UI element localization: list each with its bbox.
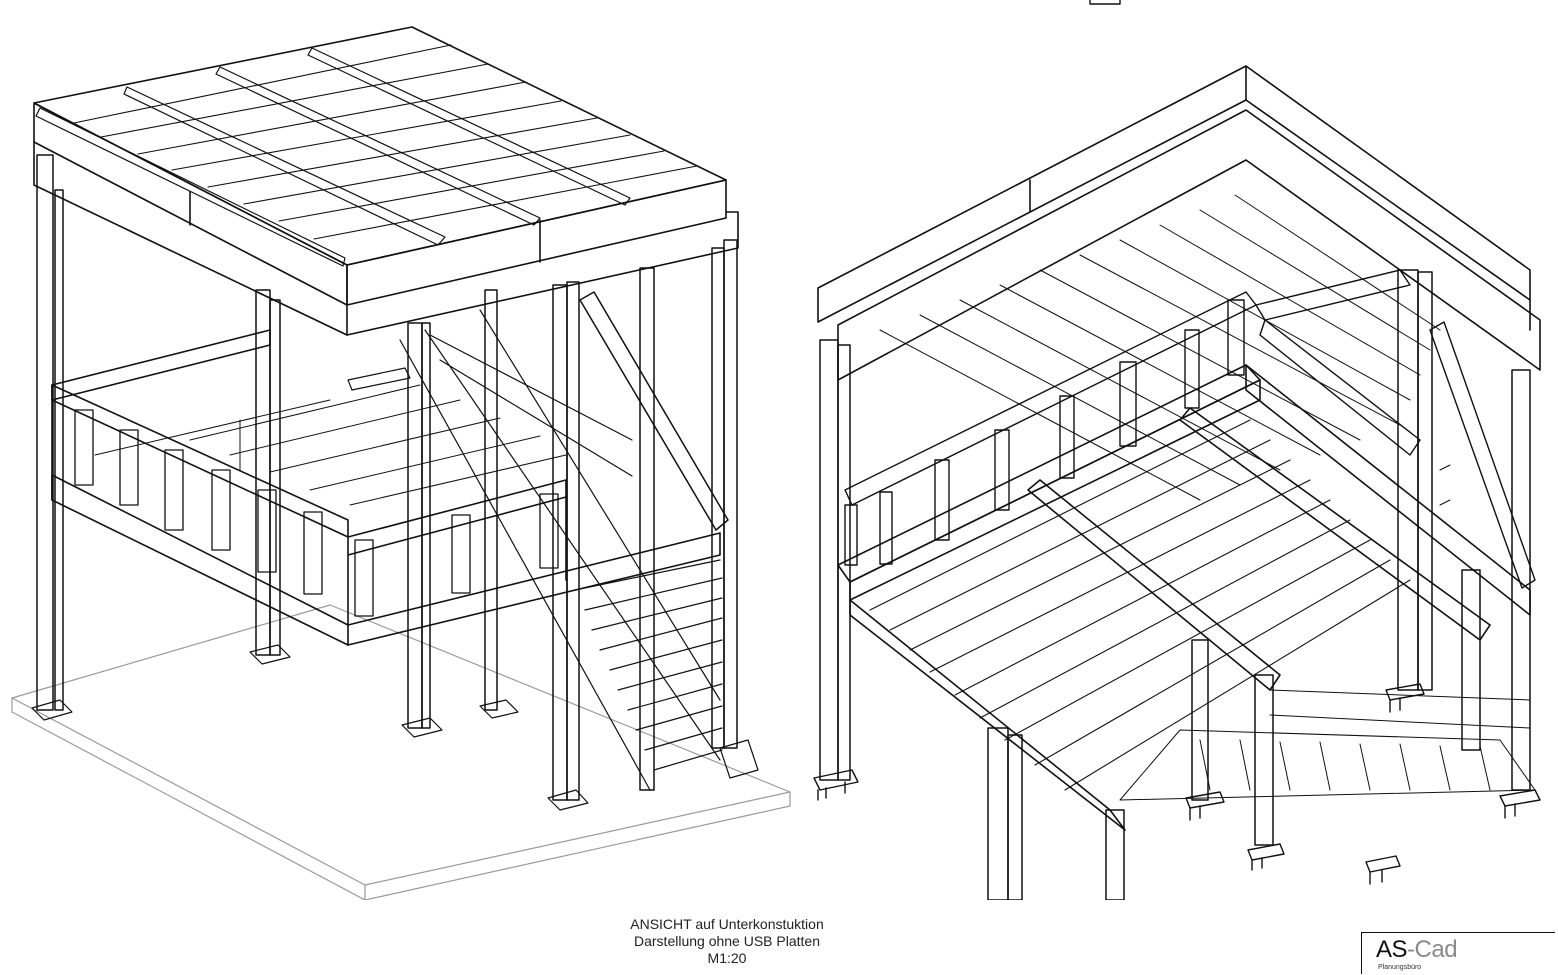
logo-secondary: -Cad bbox=[1407, 936, 1458, 963]
columns-below bbox=[819, 269, 1531, 900]
staircase bbox=[347, 309, 723, 791]
platform-posts bbox=[74, 409, 559, 617]
technical-drawing bbox=[11, 0, 1541, 900]
left-isometric-view bbox=[11, 26, 791, 900]
right-isometric-view bbox=[813, 0, 1541, 900]
platform-frame bbox=[51, 329, 721, 646]
platform-railing bbox=[844, 269, 1421, 566]
main-girders bbox=[837, 364, 1531, 831]
company-logo: AS-Cad bbox=[1376, 936, 1458, 963]
column-base-plates bbox=[31, 644, 759, 811]
logo-subtitle: Planungsbüro bbox=[1378, 964, 1422, 971]
anchor-brackets bbox=[813, 0, 1541, 885]
logo-primary: AS bbox=[1376, 936, 1408, 963]
platform-joists bbox=[94, 384, 567, 506]
roof-battens bbox=[35, 47, 631, 267]
diagonal-brace bbox=[579, 291, 729, 531]
diagonal-brace-right bbox=[1429, 321, 1536, 589]
caption-scale: M1:20 bbox=[707, 950, 747, 966]
ground-slab bbox=[11, 604, 791, 900]
roof-structure bbox=[33, 26, 739, 336]
caption-view-note: Darstellung ohne USB Platten bbox=[634, 933, 820, 949]
roof-joists bbox=[73, 44, 698, 240]
caption-view-title: ANSICHT auf Unterkonstuktion bbox=[630, 916, 824, 932]
cross-joists bbox=[869, 419, 1411, 791]
columns bbox=[36, 154, 738, 801]
drawing-caption: ANSICHT auf Unterkonstuktion Darstellung… bbox=[577, 916, 877, 967]
ceiling-beams bbox=[879, 194, 1441, 501]
title-block: AS-Cad Planungsbüro bbox=[1361, 932, 1555, 974]
